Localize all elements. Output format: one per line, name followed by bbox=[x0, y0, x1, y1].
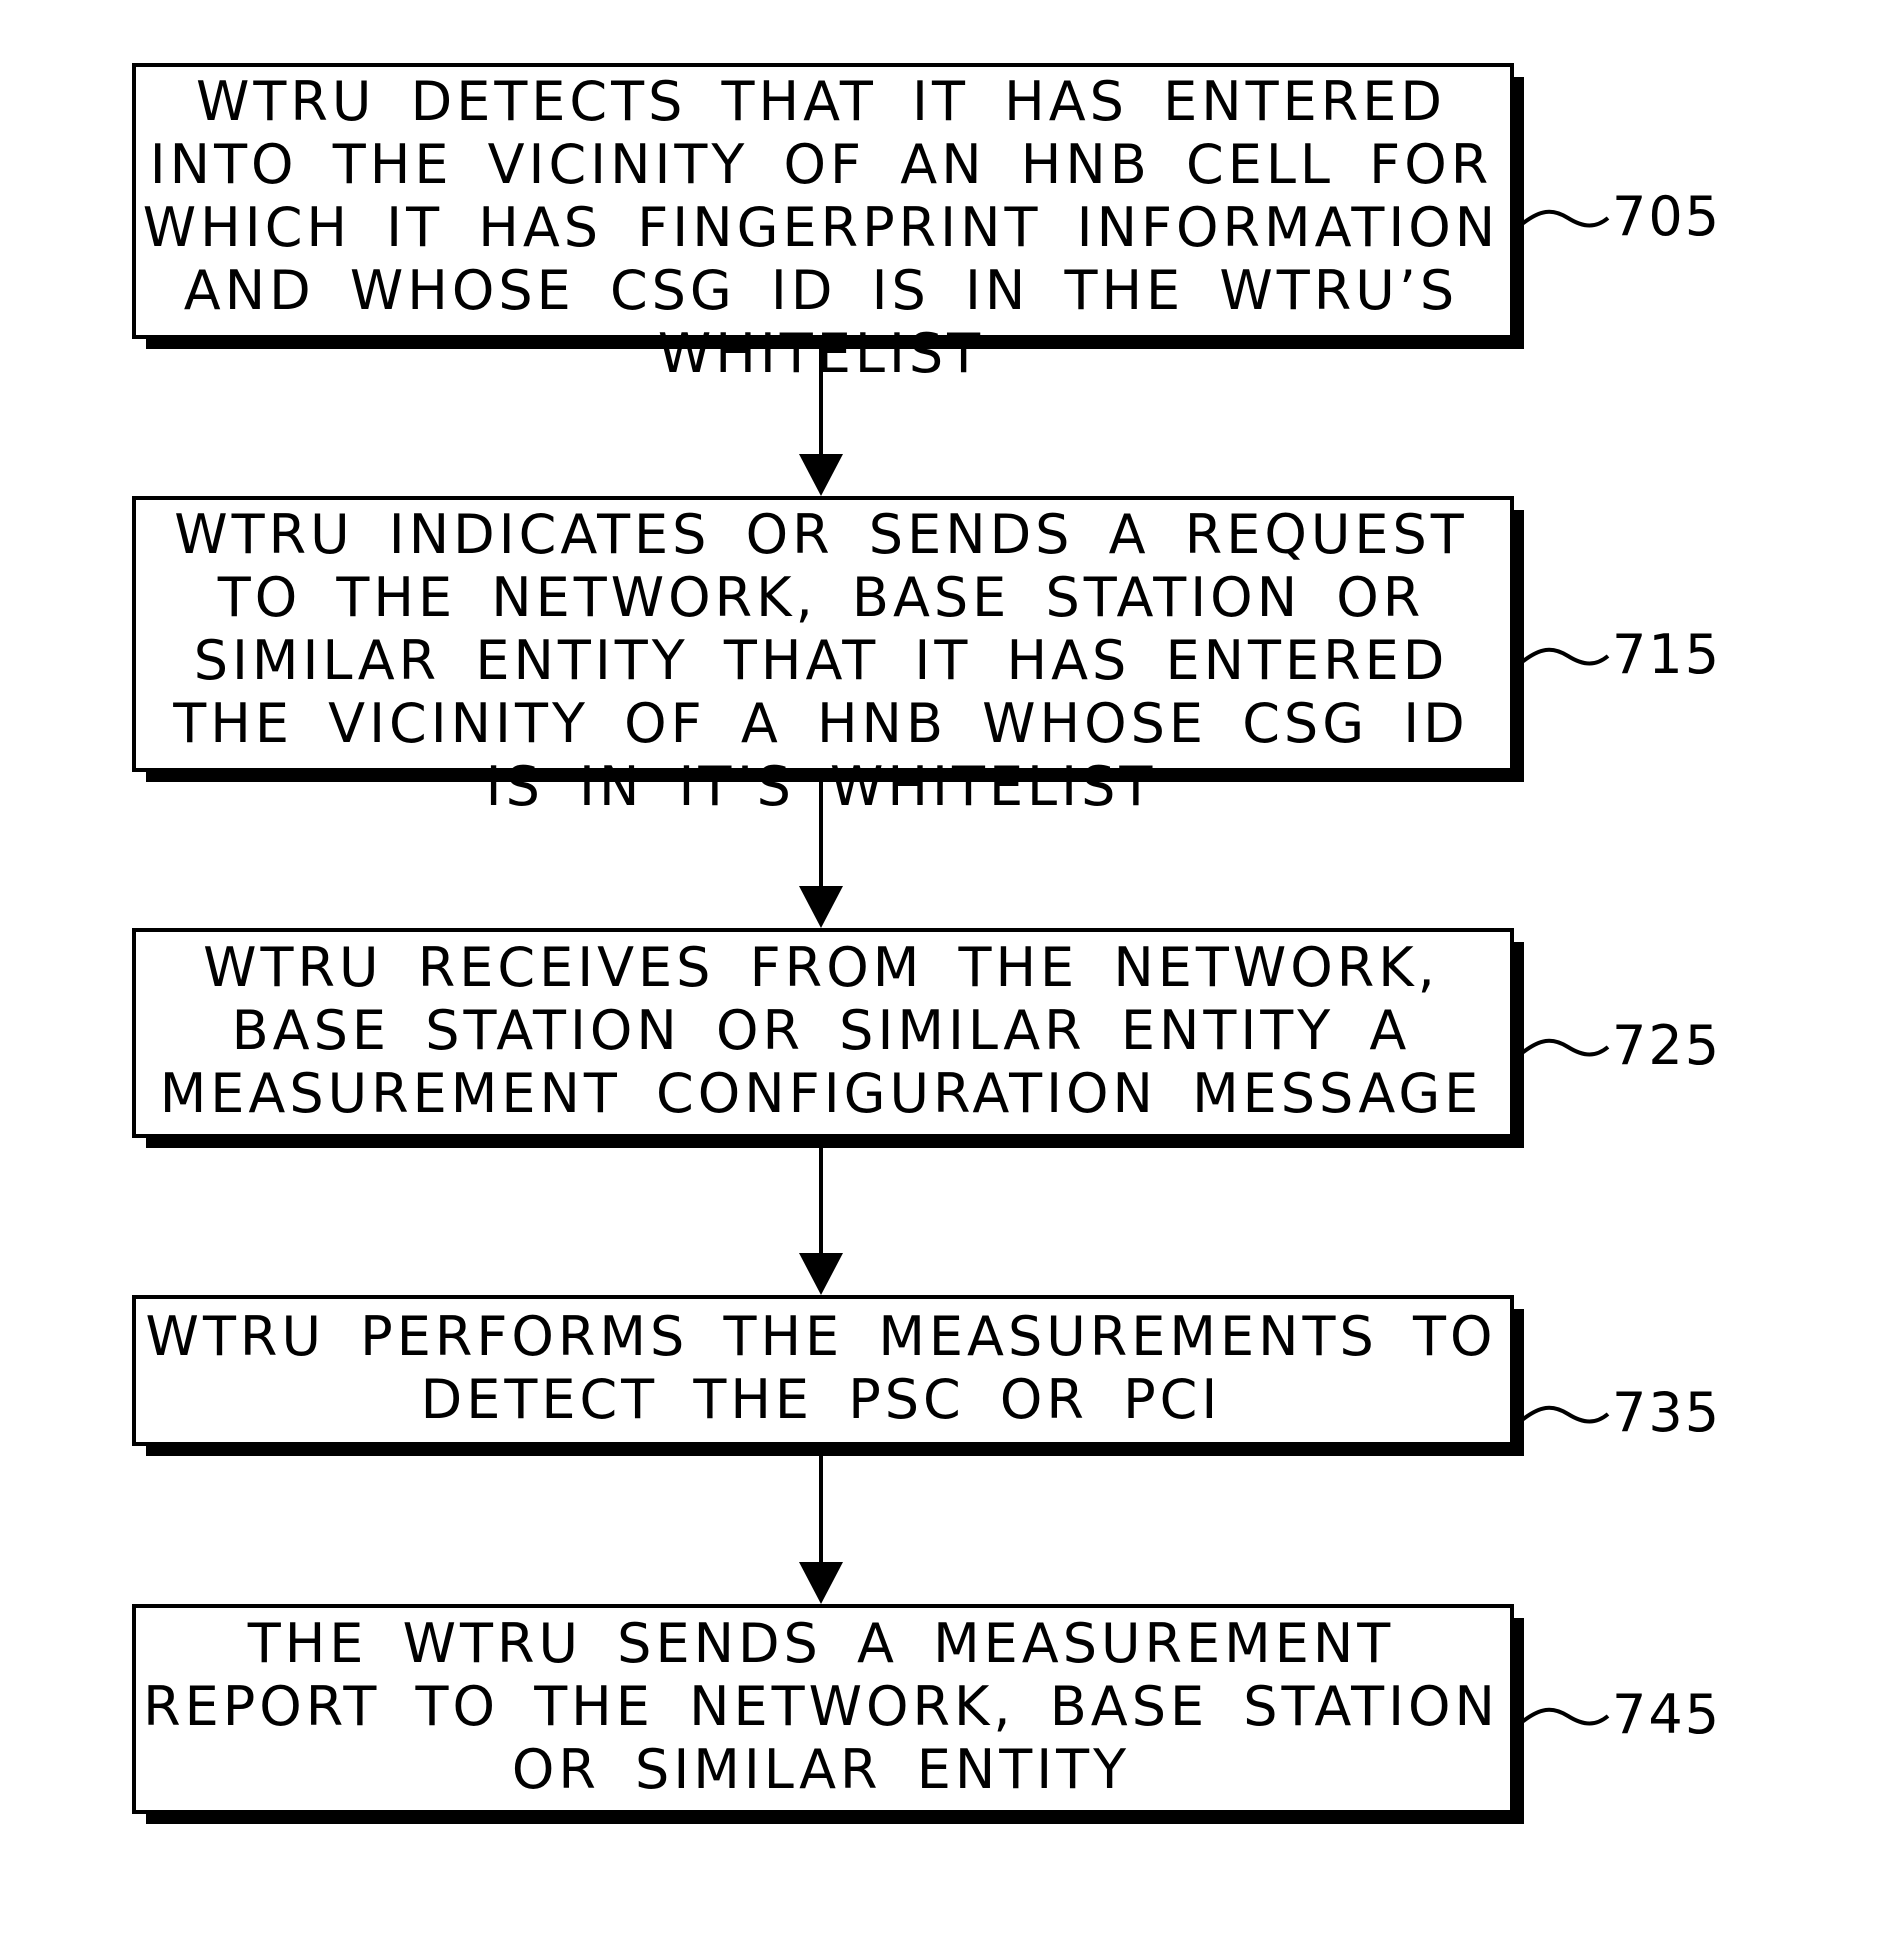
leader-745 bbox=[1522, 1710, 1608, 1724]
step-745-ref: 745 bbox=[1612, 1688, 1721, 1742]
step-735-ref: 735 bbox=[1612, 1386, 1721, 1440]
arrow-725-to-735 bbox=[799, 1148, 843, 1295]
leader-715 bbox=[1522, 650, 1608, 664]
leader-705 bbox=[1522, 212, 1608, 226]
arrow-735-to-745 bbox=[799, 1456, 843, 1604]
step-725-text: WTRU RECEIVES FROM THE NETWORK, BASE STA… bbox=[136, 936, 1506, 1125]
leader-735 bbox=[1522, 1408, 1608, 1422]
step-715-text: WTRU INDICATES OR SENDS A REQUEST TO THE… bbox=[136, 503, 1506, 818]
step-745-text: THE WTRU SENDS A MEASUREMENT REPORT TO T… bbox=[136, 1612, 1506, 1801]
step-715-ref: 715 bbox=[1612, 628, 1721, 682]
step-705-text: WTRU DETECTS THAT IT HAS ENTERED INTO TH… bbox=[136, 70, 1506, 385]
step-735-text: WTRU PERFORMS THE MEASUREMENTS TO DETECT… bbox=[136, 1305, 1506, 1431]
step-705-ref: 705 bbox=[1612, 190, 1721, 244]
leader-725 bbox=[1522, 1041, 1608, 1055]
step-725-ref: 725 bbox=[1612, 1019, 1721, 1073]
